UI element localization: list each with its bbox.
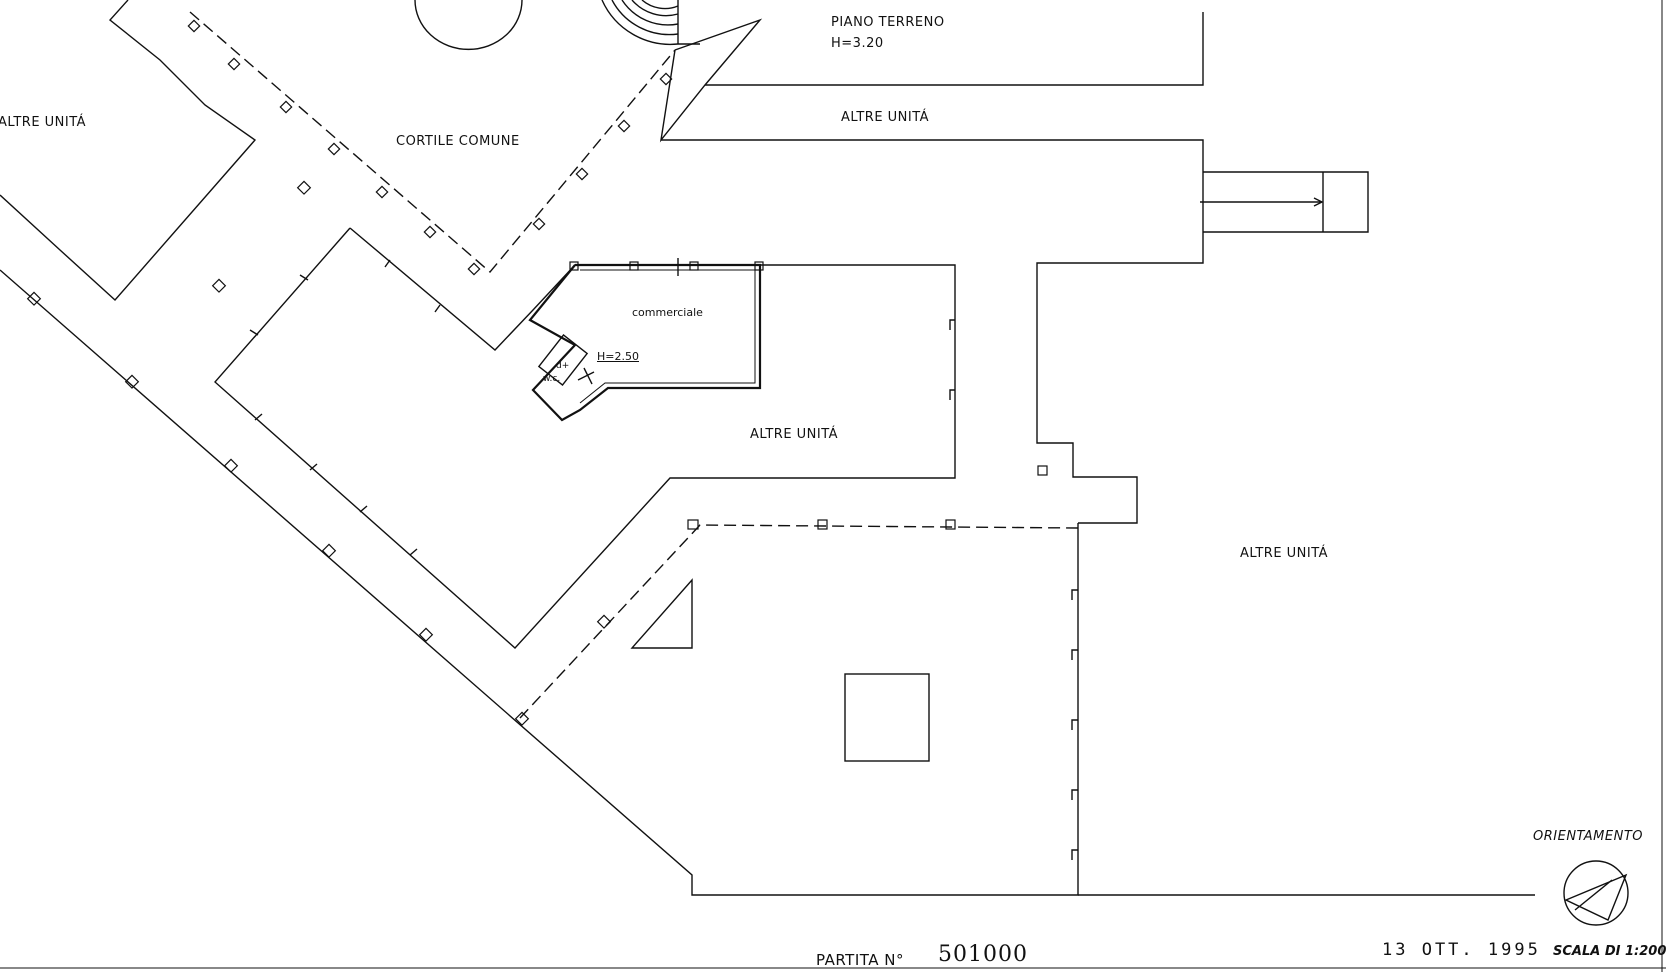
- altre-unita-top-label: ALTRE UNITÁ: [841, 110, 930, 125]
- corridor-upper-wall: [661, 139, 1204, 524]
- altre-unita-left-label: ALTRE UNITÁ: [0, 115, 87, 130]
- date-stamp: 13 OTT. 1995: [1382, 940, 1541, 960]
- partita-number: 501000: [938, 942, 1028, 967]
- orientation-compass: [1563, 860, 1629, 926]
- cortile-comune-label: CORTILE COMUNE: [396, 134, 520, 149]
- triangle-feature: [630, 578, 693, 649]
- piano-terreno-room: [705, 12, 1204, 86]
- column-markers: [26, 19, 1048, 726]
- wc-room: [537, 334, 589, 386]
- square-feature: [844, 673, 930, 762]
- lower-dashed-edge: [519, 524, 1079, 719]
- scale-label: SCALA DI 1:200: [1553, 944, 1666, 959]
- lower-courtyard-outline: [0, 269, 1079, 896]
- altre-unita-right-label: ALTRE UNITÁ: [1240, 546, 1329, 561]
- left-building-outline: [0, 0, 257, 301]
- wc-label: w.c.: [543, 374, 561, 384]
- ground-height-label: H=3.20: [831, 36, 884, 51]
- altre-unita-center-label: ALTRE UNITÁ: [750, 427, 839, 442]
- balcony: [1203, 171, 1369, 233]
- unit-height-label: H=2.50: [597, 350, 639, 363]
- partita-label: PARTITA N°: [816, 951, 905, 969]
- courtyard-circle: [414, 0, 523, 51]
- commerciale-unit: [528, 263, 762, 422]
- central-building-outline: [214, 227, 956, 649]
- courtyard-dashed-edge: [189, 11, 676, 273]
- orientamento-label: ORIENTAMENTO: [1533, 829, 1644, 844]
- stair-ramp: [659, 18, 763, 143]
- spiral-staircase: [601, 0, 700, 46]
- disimpegno-label: d+: [556, 361, 570, 371]
- commerciale-label: commerciale: [632, 306, 703, 319]
- piano-terreno-label: PIANO TERRENO: [831, 15, 945, 30]
